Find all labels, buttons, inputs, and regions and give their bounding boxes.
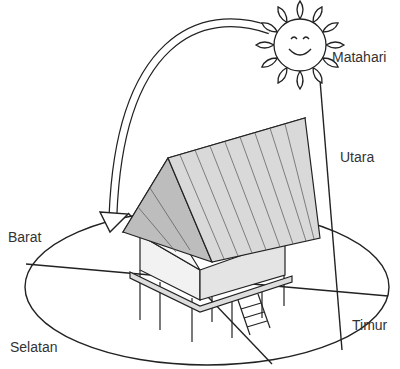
stilt-house: [123, 118, 320, 342]
sun-label: Matahari: [332, 50, 386, 65]
sun-icon: [256, 1, 344, 89]
sun-drop-line: [320, 80, 342, 350]
compass-label: Utara: [340, 150, 374, 165]
compass-label: Timur: [352, 318, 387, 333]
compass-label: Selatan: [10, 340, 57, 355]
compass-label: Barat: [8, 230, 41, 245]
